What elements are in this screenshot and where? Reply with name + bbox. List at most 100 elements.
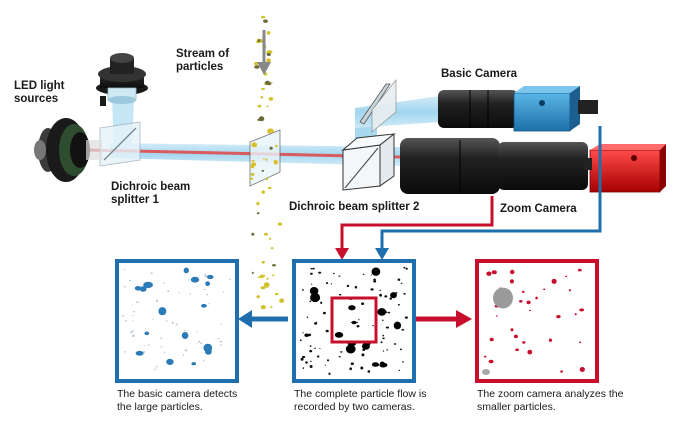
particle [251,159,255,162]
small-particle [206,293,209,296]
small-particle [404,316,408,319]
particle [269,146,273,150]
small-particle [330,283,333,285]
small-particle [309,345,312,347]
particle [279,298,285,304]
small-particle [133,310,135,313]
small-particle [184,330,186,332]
particle [268,97,274,101]
particle [268,237,272,240]
small-particle [124,285,126,288]
small-particle [171,321,174,324]
small-particle [184,349,188,352]
small-particle [302,367,305,369]
small-particle [509,269,515,275]
small-particle [574,313,577,316]
small-particle [346,285,349,288]
small-particle [385,326,389,329]
small-particle [319,348,321,349]
large-particle [361,342,370,350]
particle [275,144,278,148]
small-particle [165,320,168,322]
small-particle [125,319,127,322]
small-particle [189,293,191,295]
small-particle [136,301,138,303]
small-particle [529,309,531,312]
small-particle [361,302,365,306]
small-particle [401,328,405,331]
small-particle [328,372,331,375]
small-particle [519,300,523,303]
small-particle [543,288,546,291]
large-particle [183,267,189,274]
small-particle [305,361,308,364]
particle [254,61,259,66]
large-particle [377,308,387,316]
small-particle [382,319,384,321]
small-particle [123,268,126,271]
small-particle [402,361,404,363]
small-particle [483,355,487,358]
small-particle [219,340,222,343]
small-particle [309,300,312,303]
small-particle [152,319,154,321]
particle [266,31,271,35]
dichroic-beam-splitter-1-label: Dichroic beam splitter 1 [111,181,191,206]
small-particle [167,290,170,293]
large-particle [345,344,356,354]
particle [266,105,269,108]
small-particle [322,311,326,315]
small-particle [510,328,514,332]
small-particle [513,334,518,339]
small-particle [393,343,397,345]
small-particle [188,279,190,281]
large-particle [393,321,402,330]
small-particle [318,271,322,274]
particle [277,222,282,226]
particle [256,212,260,215]
small-particle [362,273,365,275]
small-particle [521,290,525,293]
large-particle [390,292,397,299]
small-particle [123,351,126,353]
small-particle [310,272,313,275]
small-particle [314,347,316,349]
small-particle [132,314,134,316]
zoom-camera-image-panel [475,259,599,383]
particle [265,177,269,181]
left-panel-arrow [238,310,288,328]
particle [260,305,266,310]
small-particle [204,274,207,278]
large-particle [334,332,344,338]
small-particle [403,266,406,269]
small-particle [579,341,582,344]
small-particle [310,267,313,270]
small-particle [397,304,400,306]
small-particle [370,274,372,276]
zoom-camera-caption: The zoom camera analyzes the smaller par… [477,388,624,413]
dichroic-beam-splitter-1 [99,121,141,167]
small-particle [222,291,225,293]
basic-camera [438,86,598,132]
small-particle [379,289,381,292]
small-particle [147,344,150,346]
small-particle [299,339,302,342]
particle-stream [250,15,285,310]
small-particle [202,360,205,362]
small-particle [577,268,582,272]
large-particle [206,274,214,280]
small-particle [522,341,526,344]
small-particle [196,330,198,332]
small-particle [300,357,304,361]
large-particle [181,332,189,339]
particle [254,65,260,69]
small-particle [535,296,538,300]
small-particle [338,356,341,358]
large-particle [379,361,385,367]
small-particle [309,349,313,353]
small-particle [178,292,180,294]
small-particle [384,295,388,298]
small-particle [204,273,206,275]
small-particle [488,359,494,364]
small-particle [156,299,159,303]
